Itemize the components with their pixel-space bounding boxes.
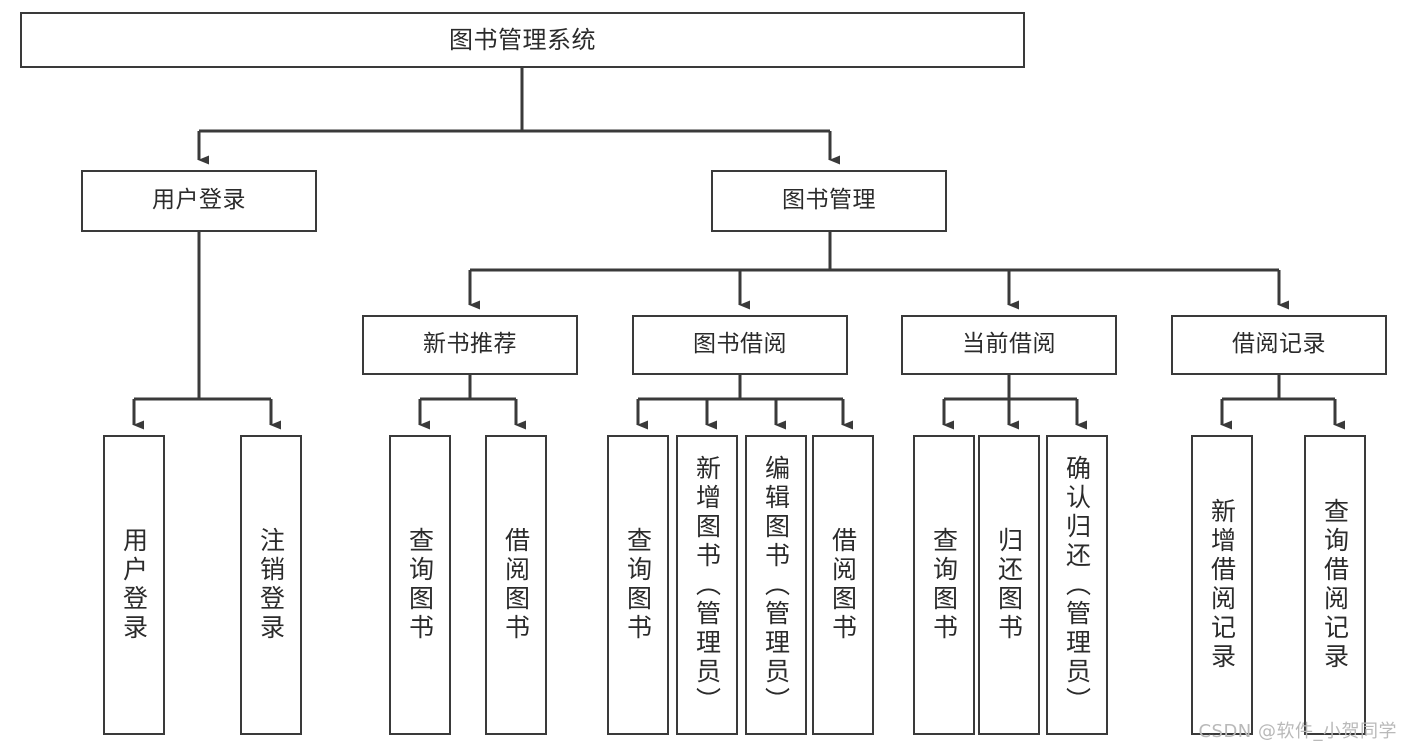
- node-leaf-current-borrow-query[interactable]: 查询图书: [913, 435, 975, 735]
- node-new-book-recommend[interactable]: 新书推荐: [362, 315, 578, 375]
- node-book-borrow-label: 图书借阅: [693, 331, 787, 358]
- node-new-book-recommend-label: 新书推荐: [423, 331, 517, 358]
- node-leaf-current-borrow-return[interactable]: 归还图书: [978, 435, 1040, 735]
- node-leaf-borrow-record-query[interactable]: 查询借阅记录: [1304, 435, 1366, 735]
- node-leaf-new-book-query[interactable]: 查询图书: [389, 435, 451, 735]
- node-current-borrow[interactable]: 当前借阅: [901, 315, 1117, 375]
- node-leaf-borrow-record-add[interactable]: 新增借阅记录: [1191, 435, 1253, 735]
- node-leaf-label: 归还图书: [994, 527, 1024, 643]
- node-root-label: 图书管理系统: [449, 25, 596, 54]
- node-borrow-record[interactable]: 借阅记录: [1171, 315, 1387, 375]
- node-leaf-label: 用户登录: [119, 527, 149, 643]
- node-leaf-book-borrow-lend[interactable]: 借阅图书: [812, 435, 874, 735]
- node-borrow-record-label: 借阅记录: [1232, 331, 1326, 358]
- node-leaf-label: 借阅图书: [501, 527, 531, 643]
- node-leaf-label: 新增借阅记录: [1207, 498, 1237, 672]
- node-current-borrow-label: 当前借阅: [962, 331, 1056, 358]
- node-leaf-label: 查询图书: [405, 527, 435, 643]
- node-book-management[interactable]: 图书管理: [711, 170, 947, 232]
- node-leaf-label: 注销登录: [256, 527, 286, 643]
- node-leaf-label: 借阅图书: [828, 527, 858, 643]
- node-leaf-label: 查询借阅记录: [1320, 498, 1350, 672]
- node-book-borrow[interactable]: 图书借阅: [632, 315, 848, 375]
- node-leaf-label: 查询图书: [929, 527, 959, 643]
- node-user-login[interactable]: 用户登录: [81, 170, 317, 232]
- node-leaf-label: 新增图书（管理员）: [692, 454, 722, 716]
- node-root-book-management-system[interactable]: 图书管理系统: [20, 12, 1025, 68]
- csdn-watermark: CSDN @软件_小贺同学: [1198, 721, 1397, 742]
- node-leaf-new-book-borrow[interactable]: 借阅图书: [485, 435, 547, 735]
- node-leaf-user-login-signin[interactable]: 用户登录: [103, 435, 165, 735]
- node-leaf-label: 查询图书: [623, 527, 653, 643]
- node-leaf-book-borrow-add[interactable]: 新增图书（管理员）: [676, 435, 738, 735]
- node-leaf-book-borrow-edit[interactable]: 编辑图书（管理员）: [745, 435, 807, 735]
- node-user-login-label: 用户登录: [152, 187, 246, 214]
- node-book-management-label: 图书管理: [782, 187, 876, 214]
- node-leaf-user-login-signout[interactable]: 注销登录: [240, 435, 302, 735]
- node-leaf-current-borrow-confirm[interactable]: 确认归还（管理员）: [1046, 435, 1108, 735]
- node-leaf-book-borrow-query[interactable]: 查询图书: [607, 435, 669, 735]
- node-leaf-label: 编辑图书（管理员）: [761, 454, 791, 716]
- node-leaf-label: 确认归还（管理员）: [1062, 454, 1092, 716]
